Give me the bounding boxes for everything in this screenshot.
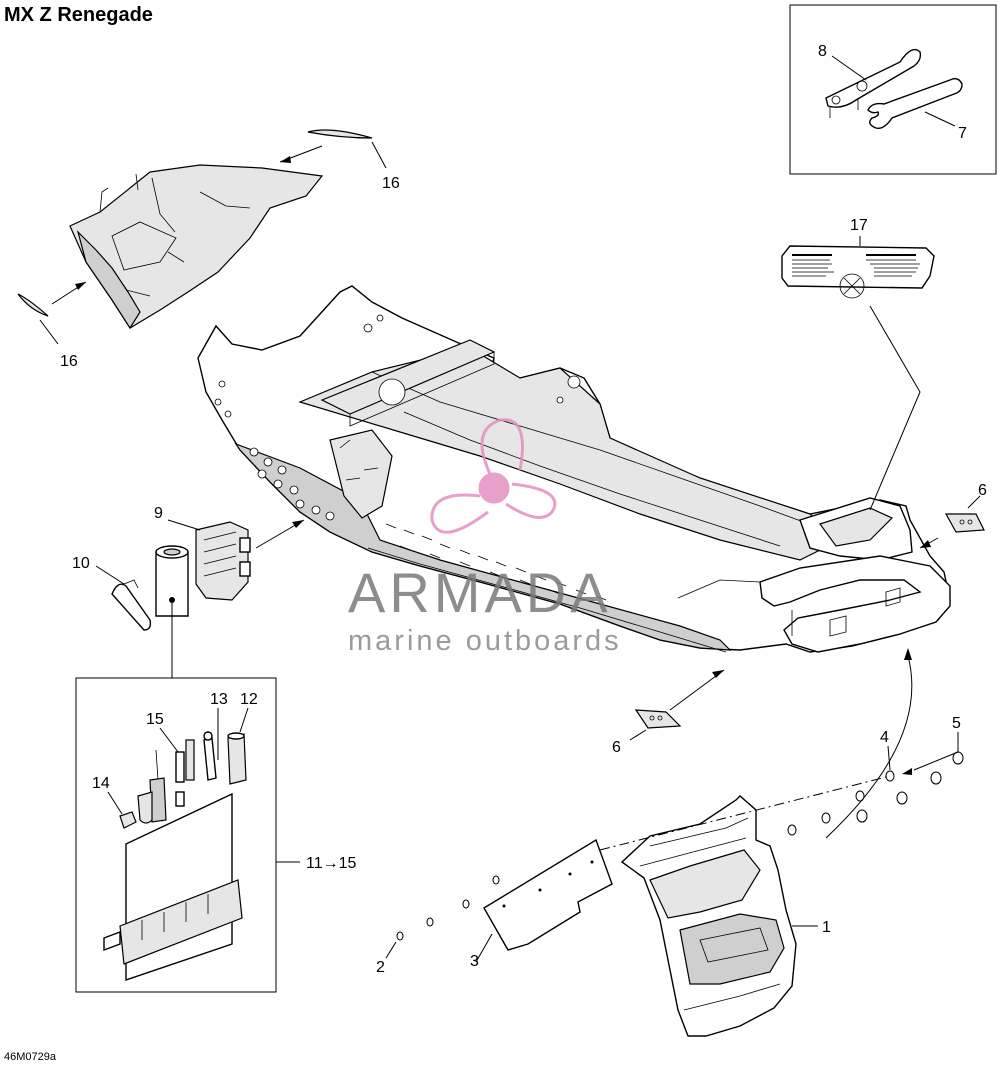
part-10-strap[interactable]: [111, 579, 152, 631]
callout-5: 5: [952, 715, 961, 732]
leader-14: [107, 791, 123, 815]
diagram-title: MX Z Renegade: [4, 4, 153, 26]
part-4-nuts[interactable]: [787, 770, 895, 836]
watermark-tagline: marine outboards: [348, 625, 622, 657]
part-3-backing-plate[interactable]: [483, 838, 613, 951]
leader-7: [924, 111, 956, 127]
toolkit-pouch[interactable]: [103, 792, 243, 981]
part-2-washers[interactable]: [396, 875, 500, 941]
watermark-brand: ARMADA: [348, 561, 612, 624]
callout-11-15: 11→15: [306, 855, 357, 872]
diagram-code: 46M0729a: [4, 1051, 56, 1063]
leader-8: [831, 55, 867, 81]
watermark-logo: [430, 418, 557, 534]
callout-12: 12: [240, 691, 258, 708]
part-6-decal-right[interactable]: [944, 513, 985, 533]
callout-10: 10: [72, 555, 90, 572]
callout-17: 17: [850, 217, 868, 234]
callout-16b: 16: [60, 353, 78, 370]
callout-16a: 16: [382, 175, 400, 192]
chassis-frame[interactable]: [197, 285, 951, 653]
leader-9: [167, 519, 201, 531]
part-9-tool-bag[interactable]: [195, 521, 251, 601]
callout-6a: 6: [978, 482, 987, 499]
part-1-snow-flap[interactable]: [620, 795, 797, 1037]
callout-9: 9: [154, 505, 163, 522]
tool-tube[interactable]: [155, 545, 189, 617]
leader-16b: [39, 319, 59, 345]
callout-8: 8: [818, 43, 827, 60]
part-13-wrench[interactable]: [203, 731, 217, 781]
part-15-bits[interactable]: [175, 739, 195, 807]
leader-3: [475, 933, 493, 963]
leader-17-to-hood: [869, 305, 921, 511]
part-12-socket[interactable]: [227, 732, 247, 785]
callout-1: 1: [822, 919, 831, 936]
leader-2: [385, 941, 397, 959]
leader-4: [887, 745, 891, 771]
leader-12: [239, 707, 249, 733]
part-14-fuse-puller[interactable]: [119, 811, 137, 829]
leader-16a: [371, 141, 387, 169]
inset-box-tools: [789, 4, 997, 175]
callout-4: 4: [880, 729, 889, 746]
part-7-spanner-wrench[interactable]: [867, 77, 963, 129]
callout-3: 3: [470, 953, 479, 970]
inset-box-toolkit: [75, 677, 277, 993]
leader-6a: [967, 495, 981, 509]
callout-13: 13: [210, 691, 228, 708]
callout-7: 7: [958, 125, 967, 142]
callout-14: 14: [92, 775, 110, 792]
callout-15: 15: [146, 711, 164, 728]
leader-5: [913, 732, 959, 771]
arrow-6b: [669, 669, 725, 711]
part-5-bolts[interactable]: [856, 751, 964, 823]
leader-6b: [629, 729, 647, 741]
callout-2: 2: [376, 959, 385, 976]
leader-15: [159, 727, 179, 753]
watermark: ARMADA marine outboards: [348, 418, 622, 657]
centerline-fastener: [599, 775, 891, 851]
callout-6b: 6: [612, 739, 621, 756]
part-17-warning-label[interactable]: [781, 245, 935, 299]
part-8-wrench-bracket[interactable]: [825, 48, 922, 118]
part-16-decal-top[interactable]: [307, 129, 373, 139]
part-16-decal-left[interactable]: [17, 293, 49, 317]
leader-10: [95, 565, 125, 585]
leader-flap-to-bumper: [825, 655, 913, 839]
screwdriver[interactable]: [137, 749, 167, 824]
front-cowl[interactable]: [69, 164, 324, 330]
